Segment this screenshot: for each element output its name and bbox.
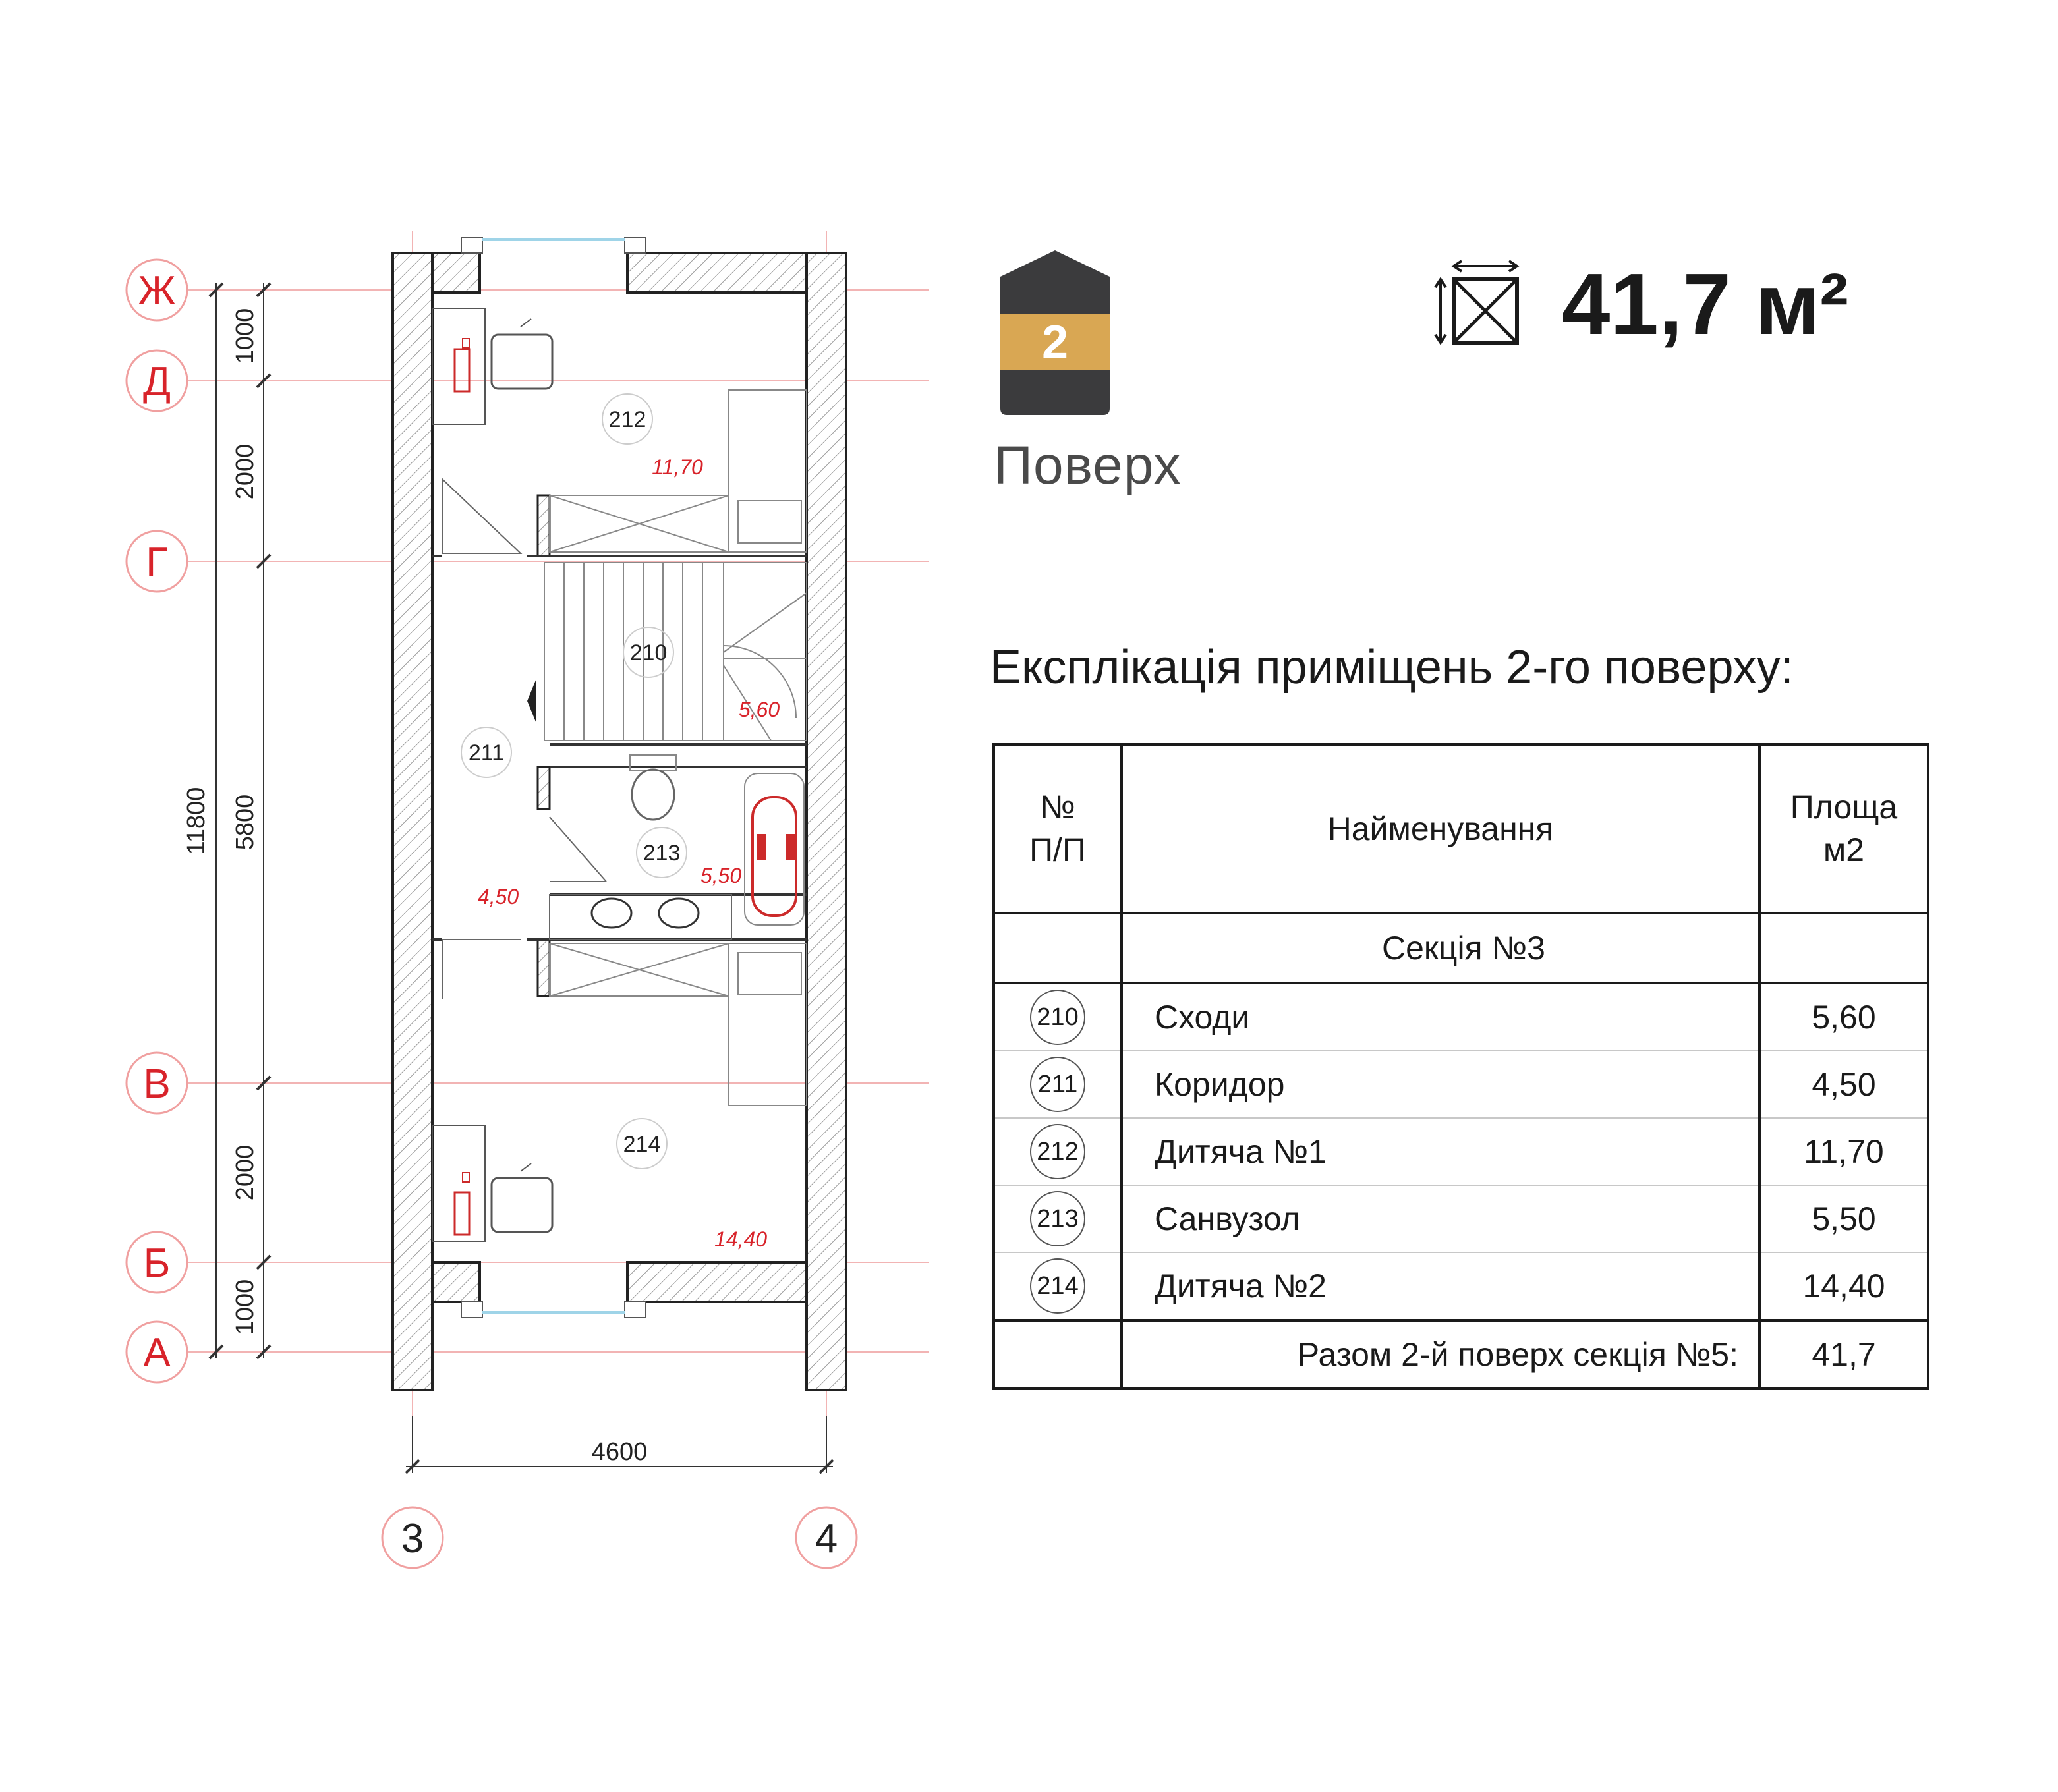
row-name: Коридор bbox=[1120, 1051, 1761, 1119]
windows bbox=[461, 237, 646, 1318]
section-row: Секція №3 bbox=[992, 913, 1929, 984]
total-row: Разом 2-й поверх секція №5: 41,7 bbox=[992, 1320, 1929, 1390]
axis-label-a: А bbox=[143, 1330, 171, 1376]
room-tag-210: 210 bbox=[630, 640, 668, 665]
dimension-labels: 4600 11800 1000 2000 5800 2000 1000 bbox=[183, 308, 647, 1466]
table-row: 214 Дитяча №2 14,40 bbox=[992, 1252, 1929, 1322]
bathroom-fixtures bbox=[549, 754, 805, 940]
explication-table: № П/П Найменування Площа м2 Секція №3 21… bbox=[992, 743, 1929, 1390]
floor-badge-number: 2 bbox=[1042, 316, 1068, 369]
room-area-212: 11,70 bbox=[652, 455, 703, 479]
room-area-210: 5,60 bbox=[739, 698, 780, 721]
axis-label-b: Б bbox=[144, 1241, 171, 1286]
dim-total: 11800 bbox=[183, 787, 210, 855]
header-area-line2: м2 bbox=[1823, 831, 1865, 868]
axis-label-4: 4 bbox=[815, 1516, 838, 1561]
header-num-line1: № bbox=[1040, 789, 1075, 826]
row-name: Дитяча №2 bbox=[1120, 1252, 1761, 1322]
walls bbox=[391, 252, 847, 1391]
total-value: 41,7 bbox=[1758, 1320, 1929, 1390]
row-area: 14,40 bbox=[1758, 1252, 1929, 1322]
dim-2000-top: 2000 bbox=[231, 444, 259, 500]
dim-1000-top: 1000 bbox=[231, 308, 259, 364]
room-tag-213: 213 bbox=[643, 841, 681, 866]
table-row: 213 Санвузол 5,50 bbox=[992, 1185, 1929, 1253]
axis-label-g: Г bbox=[146, 540, 168, 585]
axis-markers: Ж Д Г В Б А bbox=[125, 258, 188, 1384]
row-area: 5,50 bbox=[1758, 1185, 1929, 1253]
explication-title: Експлікація приміщень 2-го поверху: bbox=[990, 641, 1794, 694]
room-tag-212: 212 bbox=[609, 407, 646, 432]
row-number: 212 bbox=[1030, 1124, 1085, 1179]
room-area-214: 14,40 bbox=[714, 1227, 767, 1251]
staircase bbox=[527, 562, 807, 741]
doors bbox=[442, 478, 607, 999]
room-tags: 212 210 211 213 214 bbox=[461, 393, 687, 1169]
area-icon bbox=[1434, 260, 1520, 345]
table-row: 211 Коридор 4,50 bbox=[992, 1051, 1929, 1119]
axis-label-d: Д bbox=[143, 359, 171, 405]
row-area: 5,60 bbox=[1758, 983, 1929, 1051]
room-tag-214: 214 bbox=[623, 1132, 661, 1157]
header-area-line1: Площа bbox=[1790, 789, 1898, 826]
dim-2000-bottom: 2000 bbox=[231, 1145, 259, 1201]
room-tag-211: 211 bbox=[469, 741, 504, 766]
row-number: 211 bbox=[1030, 1057, 1085, 1112]
table-header-row: № П/П Найменування Площа м2 bbox=[992, 743, 1929, 914]
row-area: 11,70 bbox=[1758, 1118, 1929, 1186]
header-num-line2: П/П bbox=[1029, 831, 1086, 868]
total-area: 41,7 м² bbox=[1562, 256, 1849, 352]
axis-col-markers: 3 4 bbox=[381, 1506, 858, 1569]
row-number: 210 bbox=[1030, 990, 1085, 1045]
row-name: Дитяча №1 bbox=[1120, 1118, 1761, 1186]
floor-plan: 212 210 211 213 214 11,70 5,60 4,50 5,50… bbox=[125, 231, 929, 1569]
floor-badge: 2 bbox=[1000, 250, 1110, 415]
room-area-213: 5,50 bbox=[700, 864, 741, 887]
header-name: Найменування bbox=[1120, 743, 1761, 914]
row-number: 214 bbox=[1030, 1258, 1085, 1314]
table-row: 212 Дитяча №1 11,70 bbox=[992, 1118, 1929, 1186]
dimension-lines bbox=[208, 282, 834, 1474]
header-area: Площа м2 bbox=[1758, 743, 1929, 914]
dim-width: 4600 bbox=[592, 1438, 648, 1466]
row-area: 4,50 bbox=[1758, 1051, 1929, 1119]
section-label: Секція №3 bbox=[1120, 913, 1761, 984]
wardrobes bbox=[549, 389, 807, 1106]
row-number: 213 bbox=[1030, 1191, 1085, 1246]
total-label: Разом 2-й поверх секція №5: bbox=[1120, 1320, 1761, 1390]
row-name: Санвузол bbox=[1120, 1185, 1761, 1253]
header-num: № П/П bbox=[992, 743, 1123, 914]
row-name: Сходи bbox=[1120, 983, 1761, 1051]
axis-label-v: В bbox=[143, 1061, 170, 1107]
dim-1000-bottom: 1000 bbox=[231, 1279, 259, 1335]
dim-5800: 5800 bbox=[231, 795, 259, 851]
axis-label-3: 3 bbox=[401, 1516, 424, 1561]
floor-label: Поверх bbox=[994, 435, 1182, 495]
room-area-211: 4,50 bbox=[478, 885, 519, 909]
room-areas: 11,70 5,60 4,50 5,50 14,40 bbox=[478, 455, 780, 1251]
axis-label-zh: Ж bbox=[138, 268, 175, 314]
furniture bbox=[432, 308, 554, 1242]
table-row: 210 Сходи 5,60 bbox=[992, 983, 1929, 1051]
